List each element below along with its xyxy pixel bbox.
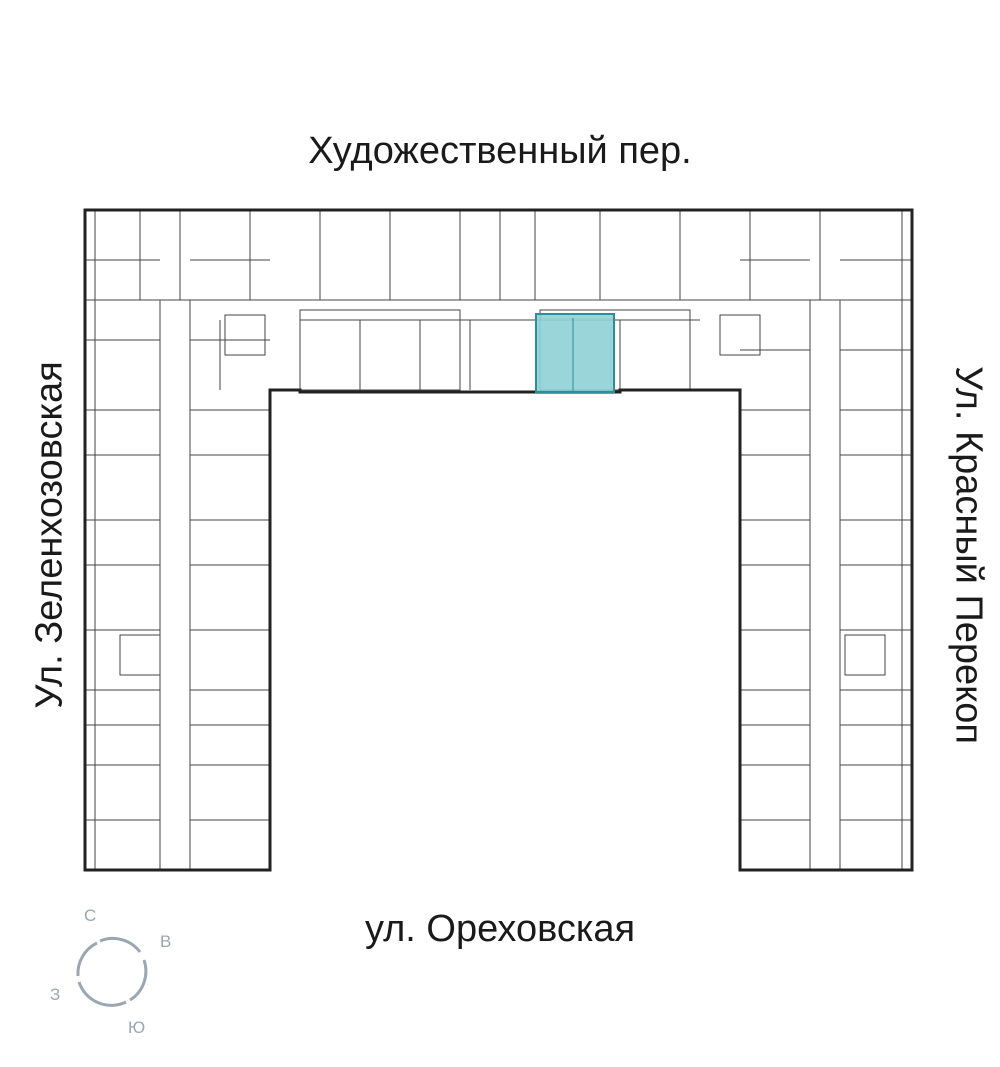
room: [224, 314, 266, 356]
building-outline: [83, 208, 914, 872]
street-label-bottom: ул. Ореховская: [364, 908, 636, 950]
room: [119, 634, 161, 676]
compass-west: З: [50, 985, 61, 1004]
compass-north: С: [84, 906, 97, 925]
compass-icon: [76, 936, 148, 1007]
room: [844, 634, 886, 676]
compass-east: В: [160, 932, 172, 951]
compass-south: Ю: [128, 1018, 146, 1037]
room-grid: [85, 210, 912, 870]
room: [299, 309, 461, 391]
selected-apartment[interactable]: [535, 313, 615, 393]
room: [719, 314, 761, 356]
street-label-top: Художественный пер.: [308, 130, 692, 172]
